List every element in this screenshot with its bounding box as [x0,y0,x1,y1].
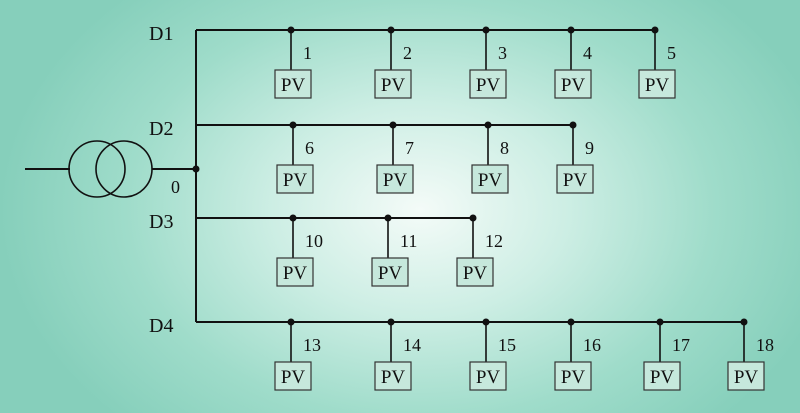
feeder-d2: 6PV 7PV 8PV 9PV [196,121,594,194]
node-label-10: 10 [305,231,323,251]
node-label-1: 1 [303,43,312,63]
node-label-7: 7 [405,138,414,158]
pv-label-9: PV [563,170,588,191]
node-label-12: 12 [485,231,503,251]
pv-box-11 [371,257,409,287]
pv-label-1: PV [281,75,306,96]
pv-label-18: PV [734,367,759,388]
pv-label-13: PV [281,367,306,388]
pv-box-4 [554,69,592,99]
node-label-5: 5 [667,43,676,63]
pv-label-14: PV [381,367,406,388]
node-label-4: 4 [583,43,592,63]
bus-label-0: 0 [171,177,180,197]
pv-box-15 [469,361,507,391]
pv-label-7: PV [383,170,408,191]
node-label-13: 13 [303,335,321,355]
pv-box-12 [456,257,494,287]
bus-node-0 [192,165,200,173]
node-label-3: 3 [498,43,507,63]
node-label-2: 2 [403,43,412,63]
pv-label-5: PV [645,75,670,96]
node-label-16: 16 [583,335,601,355]
pv-label-10: PV [283,263,308,284]
pv-box-3 [469,69,507,99]
pv-box-6 [276,164,314,194]
node-label-17: 17 [672,335,690,355]
node-label-14: 14 [403,335,421,355]
feeder-label-d4: D4 [149,315,173,337]
pv-label-4: PV [561,75,586,96]
feeder-label-d2: D2 [149,118,173,140]
feeder-d1: 1PV 2PV 3PV 4PV 5PV [196,26,676,99]
pv-label-6: PV [283,170,308,191]
node-label-6: 6 [305,138,314,158]
pv-label-16: PV [561,367,586,388]
pv-box-10 [276,257,314,287]
pv-label-8: PV [478,170,503,191]
pv-box-13 [274,361,312,391]
pv-label-3: PV [476,75,501,96]
node-label-11: 11 [400,231,417,251]
pv-box-2 [374,69,412,99]
feeder-label-d3: D3 [149,211,173,233]
pv-box-14 [374,361,412,391]
feeders-layer: 1PV2PV3PV4PV5PV6PV7PV8PV9PV10PV11PV12PV1… [196,26,774,391]
node-label-18: 18 [756,335,774,355]
pv-box-5 [638,69,676,99]
node-label-15: 15 [498,335,516,355]
feeder-label-d1: D1 [149,23,173,45]
pv-label-17: PV [650,367,675,388]
pv-box-9 [556,164,594,194]
pv-box-1 [274,69,312,99]
pv-label-15: PV [476,367,501,388]
pv-box-8 [471,164,509,194]
pv-box-18 [727,361,765,391]
node-label-8: 8 [500,138,509,158]
pv-label-11: PV [378,263,403,284]
node-label-9: 9 [585,138,594,158]
pv-label-12: PV [463,263,488,284]
pv-box-16 [554,361,592,391]
pv-box-7 [376,164,414,194]
transformer-icon [25,140,196,198]
pv-box-17 [643,361,681,391]
pv-label-2: PV [381,75,406,96]
